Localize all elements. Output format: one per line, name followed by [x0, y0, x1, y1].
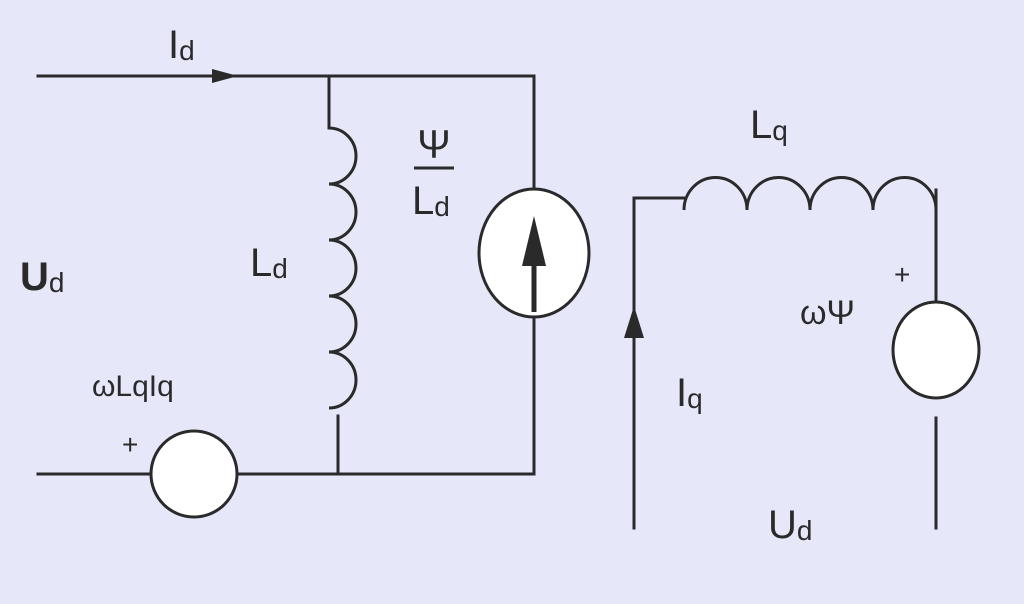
q-axis-circuit — [624, 175, 981, 530]
fraction-numerator: Ψ — [417, 123, 450, 167]
d-current-arrow-icon — [212, 69, 238, 83]
q-current-label: Iq — [676, 371, 703, 415]
d-source-polarity-plus: + — [122, 429, 138, 460]
current-source-arrow-icon — [522, 216, 546, 266]
d-voltage-label: Ud — [20, 255, 64, 299]
d-voltage-source-circle-icon — [149, 429, 239, 519]
ld-inductor-coil-icon — [328, 126, 358, 410]
d-current-label: Id — [168, 23, 195, 67]
q-current-arrow-icon — [624, 306, 644, 338]
fraction-denominator: Ld — [412, 179, 450, 223]
q-source-polarity-plus: + — [894, 259, 910, 290]
lq-inductor-coil-icon — [682, 175, 938, 211]
d-axis-circuit — [36, 69, 591, 519]
ld-label: Ld — [250, 241, 288, 285]
q-voltage-label: Ud — [768, 503, 812, 547]
current-source-fraction-label: Ψ Ld — [412, 123, 454, 223]
q-voltage-source-label: ωΨ — [800, 294, 855, 332]
q-voltage-source-circle-icon — [891, 300, 981, 400]
lq-label: Lq — [750, 103, 788, 147]
d-voltage-source-label: ωLqIq — [92, 370, 174, 403]
